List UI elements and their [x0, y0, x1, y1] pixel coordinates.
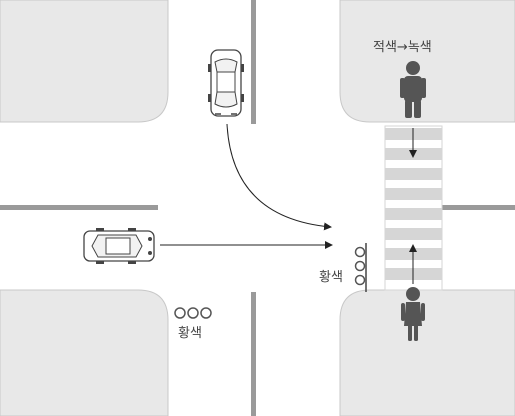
traffic-light-icon [174, 307, 212, 319]
signal-lamp [354, 260, 366, 272]
signal-lamp [174, 307, 186, 319]
crosswalk-stripe [385, 188, 442, 200]
traffic-light-icon [354, 243, 367, 292]
car-top-view-icon [208, 49, 244, 117]
crosswalk-signal-label: 적색→녹색 [373, 40, 432, 55]
vehicle-signal-label: 황색 [178, 326, 202, 341]
pedestrian-man-icon [400, 61, 426, 118]
block-top-right [339, 0, 515, 123]
car-side-view-icon [83, 228, 155, 264]
signal-lamp [200, 307, 212, 319]
center-line-east [442, 205, 515, 210]
block-bottom-right [339, 289, 515, 416]
signal-lamp [354, 246, 366, 258]
center-line-south [251, 292, 256, 416]
block-bottom-left [0, 289, 169, 416]
signal-lamp [354, 274, 366, 286]
turn-arrow [226, 123, 332, 231]
block-top-left [0, 0, 169, 123]
crosswalk-stripe [385, 168, 442, 180]
center-line-north [251, 0, 256, 124]
center-line-west [0, 205, 158, 210]
pedestrian-signal-label: 황색 [319, 270, 343, 285]
crosswalk-stripe [385, 208, 442, 220]
signal-lamp [187, 307, 199, 319]
crosswalk-stripe [385, 228, 442, 240]
pedestrian-woman-icon [401, 287, 425, 341]
crosswalk [384, 125, 443, 291]
